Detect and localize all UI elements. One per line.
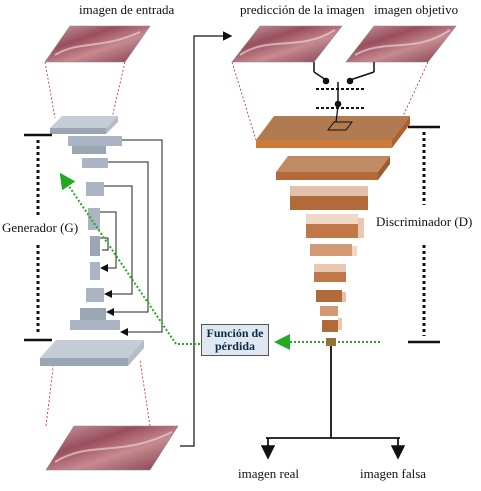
loss-arrows	[59, 172, 380, 350]
target-image-label: imagen objetivo	[374, 2, 458, 17]
predicted-image	[231, 25, 343, 63]
real-image-label: imagen real	[238, 466, 299, 481]
discriminator-inputs	[313, 62, 375, 123]
predicted-image-label: predicción de la imagen	[240, 2, 365, 17]
discriminator-stack	[256, 116, 410, 346]
loss-function-line2: pérdida	[214, 339, 255, 353]
generator-to-discriminator-line	[180, 31, 233, 447]
target-image	[345, 25, 457, 63]
generator-stack	[40, 116, 144, 366]
discriminator-bracket	[408, 125, 440, 344]
skip-connections	[100, 139, 163, 336]
output-image	[45, 425, 179, 471]
input-image	[44, 25, 151, 63]
generator-label: Generador (G)	[2, 220, 78, 235]
fake-image-label: imagen falsa	[360, 466, 426, 481]
loss-function-box: Función de pérdida	[201, 324, 269, 356]
input-image-label: imagen de entrada	[79, 2, 175, 17]
generator-bracket	[24, 133, 52, 342]
projection-lines	[44, 61, 429, 427]
loss-function-line1: Función de	[206, 326, 264, 340]
discriminator-output	[260, 346, 406, 460]
discriminator-label: Discriminador (D)	[376, 214, 472, 229]
